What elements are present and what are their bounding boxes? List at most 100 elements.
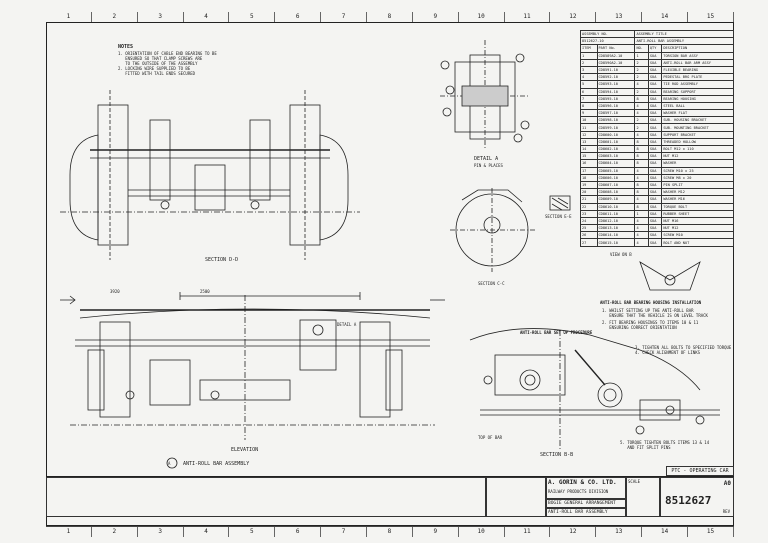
section-cc-label: SECTION C-C [478,281,505,286]
parts-list-cell: 4 [634,80,649,89]
parts-list-cell: CD8592-10 [596,73,636,82]
parts-list-cell: 4 [634,231,649,240]
circle-a-label: A [168,461,171,466]
parts-list-cell: WASHER FLAT [661,109,734,118]
parts-list-cell: SUA [647,195,663,204]
parts-list-cell: CD8602-10 [596,144,636,154]
note-line: FITTED WITH TAIL ENDS SECURED [118,71,196,76]
parts-list-cell: 8 [634,152,649,161]
zone-label: 11 [505,527,551,537]
parts-list-table: ASSEMBLY NO. ASSEMBLY TITLE 8512627-10 A… [579,29,734,247]
drawing-title: BOGIE GENERAL ARRANGEMENT [546,499,626,508]
parts-list-cell: CD8605-10 [596,166,636,175]
zone-label: 11 [505,12,551,22]
parts-list-cell: BEARING HOUSING [661,94,734,103]
zone-label: 10 [459,12,505,22]
zone-label: 10 [459,527,505,537]
company-division: RAILWAY PRODUCTS DIVISION [546,488,626,499]
section-bb-label: SECTION B-B [540,452,574,458]
section-ee-label: SECTION E-E [545,214,572,219]
parts-list-cell: SUA [647,80,663,89]
parts-list-cell: SCREW M10 x 25 [661,166,734,175]
zone-label: 5 [229,12,276,22]
notes-heading: NOTES [118,44,134,50]
parts-list-cell: CD8603-10 [596,152,636,161]
parts-list-cell: SUA [647,238,663,247]
parts-list-cell: 4 [580,73,598,82]
scale-cell: SCALE [626,477,660,517]
parts-list-cell: CD8594-10 [596,87,636,96]
detail-a-label: DETAIL A [474,156,499,162]
zone-label: 13 [596,12,643,22]
parts-list-cell: CD8590A2-10 [596,58,636,67]
parts-list-cell: RUBBER SHEET [661,209,734,218]
zone-label: 12 [550,12,597,22]
procedure-step: 4. CHECK ALIGNMENT OF LINKS [635,350,701,355]
parts-list-cell: 12 [580,130,598,139]
procedure-step: 2. FIT BEARING HOUSINGS TO ITEMS 10 & 11 [602,320,699,325]
parts-list-cell: CD8608-10 [596,188,636,197]
zone-label: 3 [138,527,184,537]
zone-label: 4 [184,527,230,537]
parts-list-cell: STEEL BALL [661,101,734,111]
parts-list-cell: 8 [634,137,649,147]
note-line: TO THE OUTSIDE OF THE ASSEMBLY [118,61,198,66]
left-wheel-housing [97,104,129,246]
parts-list-cell: CD8611-10 [596,209,636,218]
parts-list-cell: SCREW M8 x 20 [661,173,734,182]
parts-list-cell: CD8613-10 [596,224,636,233]
parts-list-cell: 6 [580,87,598,96]
parts-list-cell: SUA [647,65,663,75]
parts-list-cell: 4 [634,130,649,139]
parts-list-cell: WASHER M16 [661,195,734,204]
right-wheel-outline [319,134,349,241]
zone-label: 6 [275,12,322,22]
parts-list-cell: CD8604-10 [596,159,636,168]
procedure-step: ENSURING CORRECT ORIENTATION [602,325,677,330]
parts-list-cell: CD8589A2-10 [596,51,636,60]
parts-list-cell: 1 [634,209,649,218]
parts-list-cell: 22 [580,202,598,211]
parts-list-cell: 4 [634,173,649,182]
parts-list-cell: 1 [580,51,598,60]
parts-list-cell: CD8614-10 [596,231,636,240]
parts-list-cell: SUA [647,152,663,161]
zone-label: 15 [688,527,734,537]
parts-list-cell: CD8591-10 [596,65,636,75]
parts-list-cell: WASHER [661,159,734,168]
parts-list-cell: SUA [647,116,663,125]
parts-list-cell: 4 [634,195,649,204]
parts-list-cell: WASHER M12 [661,188,734,197]
detail-a-ref-label: DETAIL A [337,322,357,327]
parts-list-cell: 15 [580,152,598,161]
parts-list-cell: 2 [634,123,649,132]
zone-label: 2 [92,527,138,537]
approval-area [486,477,546,517]
parts-list-cell: 3 [580,65,598,75]
parts-list-cell: 7 [580,94,598,103]
parts-list-cell: SUA [647,231,663,240]
parts-list-cell: 11 [580,123,598,132]
parts-list-cell: SUA [647,180,663,190]
drawing-frame [46,22,734,526]
procedure-title: ANTI-ROLL BAR SET UP PROCEDURE [520,330,593,335]
parts-list-cell: 2 [634,65,649,75]
parts-list-cell: SUA [647,173,663,182]
parts-list-cell: NUT M12 [661,224,734,233]
parts-list-cell: SUA [647,130,663,139]
col-header: QTY [647,44,663,53]
parts-list-cell: 2 [634,58,649,67]
procedure-step: AND FIT SPLIT PINS [620,445,671,450]
parts-list-cell: 8 [580,101,598,111]
